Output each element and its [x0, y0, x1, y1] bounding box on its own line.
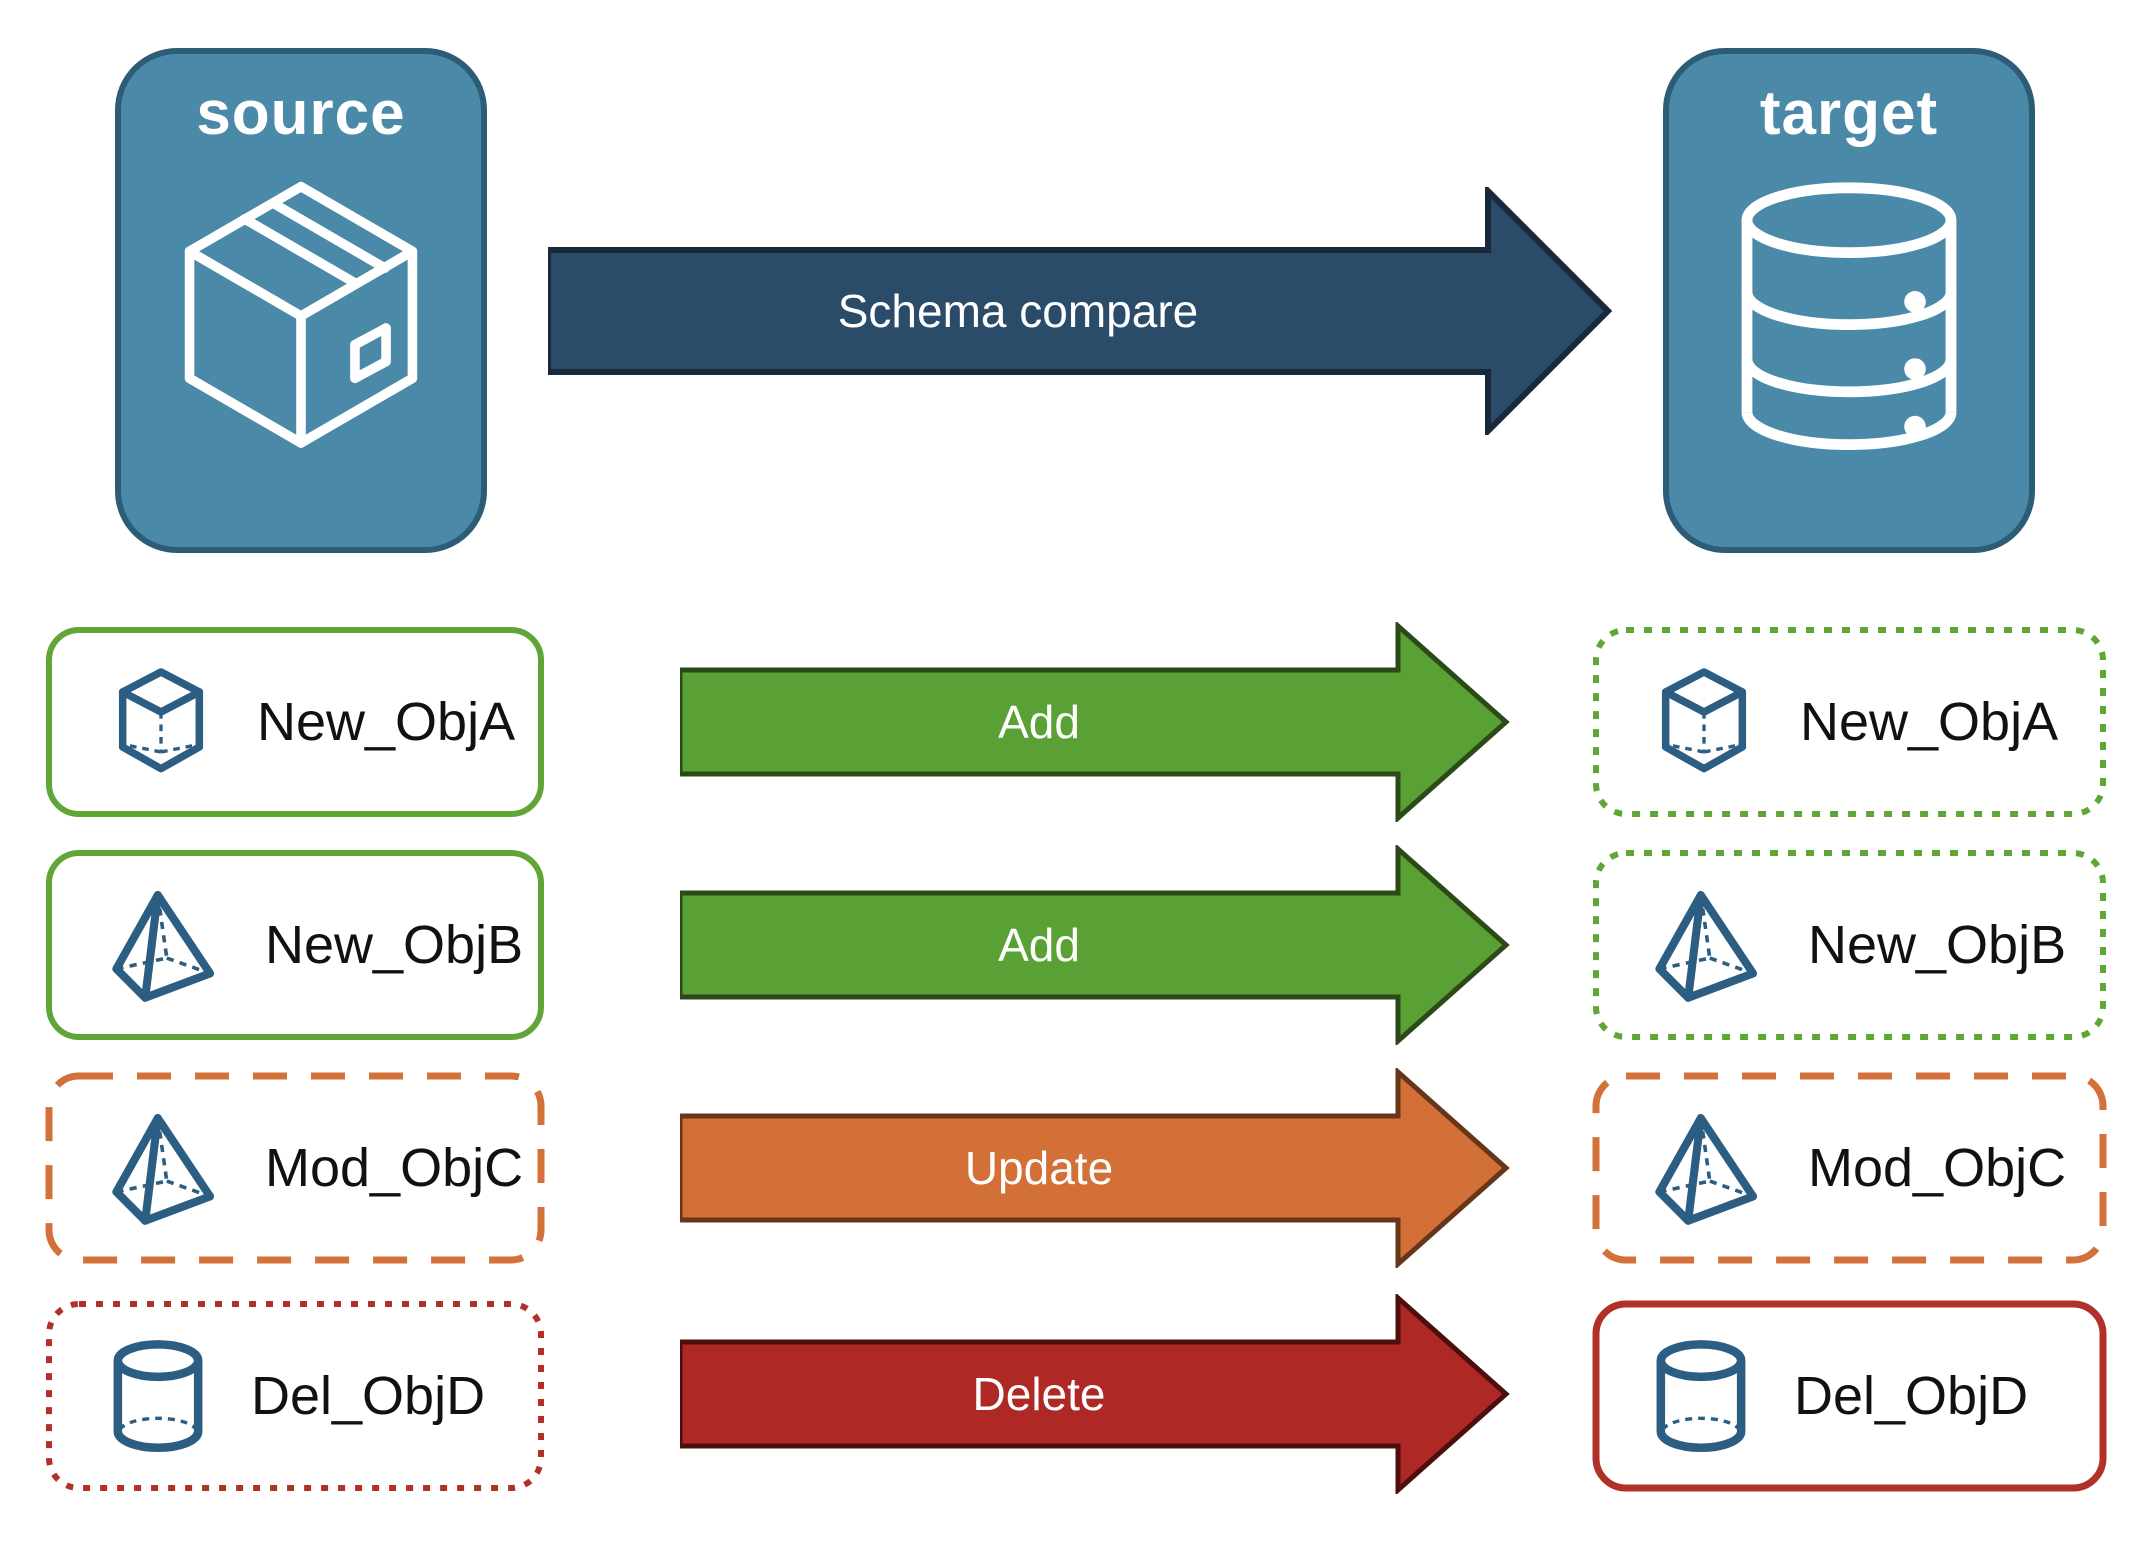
red-dotted-outline: [46, 1301, 544, 1491]
pyramid-icon: [1655, 890, 1758, 1002]
database-icon: [1741, 182, 1957, 450]
update-arrow-label: Update: [964, 1142, 1114, 1194]
target-object-del-objd: Del_ObjD: [1592, 1300, 2107, 1492]
add-arrow: [680, 845, 1510, 1045]
update-arrow: [680, 1068, 1510, 1268]
cylinder-icon: [113, 1339, 203, 1452]
package-icon: [184, 181, 418, 448]
object-label: Del_ObjD: [251, 1366, 486, 1426]
target-object-new-obja: New_ObjA: [1592, 626, 2107, 818]
object-label: New_ObjA: [257, 692, 516, 752]
object-label: New_ObjB: [265, 915, 524, 975]
orange-dashed-outline: [1592, 1072, 2107, 1264]
delete-arrow-label: Delete: [972, 1368, 1106, 1420]
pyramid-icon: [112, 890, 215, 1002]
source-object-mod-objc: Mod_ObjC: [45, 1072, 545, 1264]
pyramid-icon: [1655, 1113, 1758, 1225]
source-object-new-obja: New_ObjA: [45, 626, 545, 818]
object-label: New_ObjB: [1808, 915, 2067, 975]
green-solid-outline: [46, 627, 544, 817]
orange-dashed-outline: [45, 1072, 545, 1264]
target-object-mod-objc: Mod_ObjC: [1592, 1072, 2107, 1264]
object-label: Mod_ObjC: [1808, 1138, 2067, 1198]
green-dotted-outline: [1593, 850, 2106, 1040]
object-label: Mod_ObjC: [265, 1138, 524, 1198]
delete-arrow: [680, 1294, 1510, 1494]
cube-icon: [1661, 668, 1747, 773]
schema-compare-label: Schema compare: [837, 285, 1199, 337]
green-dotted-outline: [1593, 627, 2106, 817]
target-panel: target: [1663, 48, 2035, 553]
cube-icon: [118, 668, 204, 773]
schema-compare-arrow: [548, 187, 1613, 435]
target-object-new-objb: New_ObjB: [1592, 849, 2107, 1041]
source-object-new-objb: New_ObjB: [45, 849, 545, 1041]
cylinder-icon: [1656, 1339, 1746, 1452]
add-arrow-label: Add: [998, 696, 1080, 748]
object-label: New_ObjA: [1800, 692, 2059, 752]
source-title: source: [196, 79, 406, 148]
source-object-del-objd: Del_ObjD: [45, 1300, 545, 1492]
green-solid-outline: [46, 850, 544, 1040]
red-solid-outline: [1592, 1300, 2107, 1492]
add-arrow: [680, 622, 1510, 822]
source-panel: source: [115, 48, 487, 553]
pyramid-icon: [112, 1113, 215, 1225]
add-arrow-label: Add: [998, 919, 1080, 971]
target-title: target: [1759, 79, 1939, 148]
object-label: Del_ObjD: [1794, 1366, 2029, 1426]
